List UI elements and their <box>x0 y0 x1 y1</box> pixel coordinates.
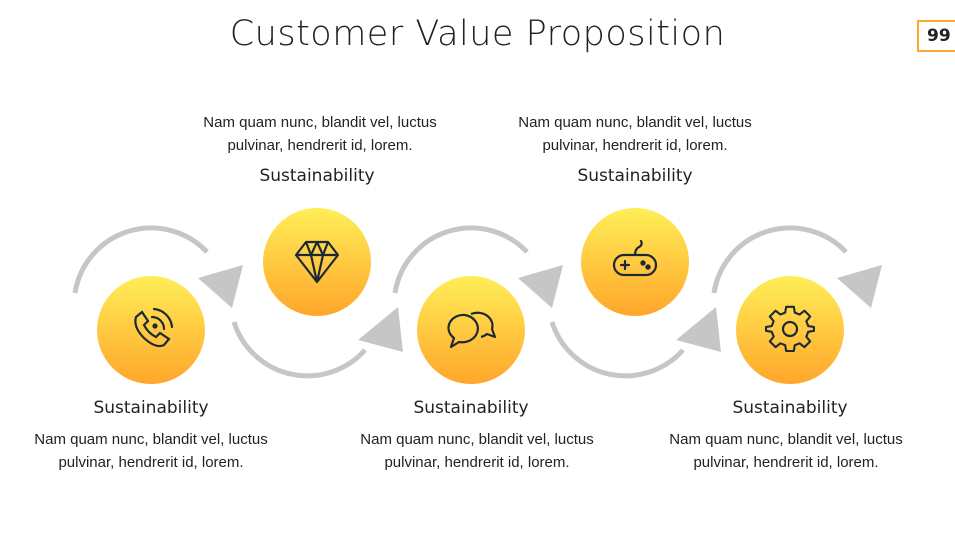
arc-1 <box>72 225 209 294</box>
item-3-title: Sustainability <box>413 398 529 418</box>
gear-icon <box>765 305 815 353</box>
step-circle-5 <box>736 276 844 384</box>
arrowhead-1 <box>198 265 243 308</box>
slide-title: Customer Value Proposition <box>229 14 726 54</box>
diamond-icon <box>294 240 340 284</box>
item-2-title: Sustainability <box>259 166 375 186</box>
phone-icon <box>134 307 174 348</box>
gamepad-icon <box>612 239 658 277</box>
step-circle-3 <box>417 276 525 384</box>
arc-5 <box>711 225 848 294</box>
step-circle-4 <box>581 208 689 316</box>
arrowhead-3 <box>518 265 563 308</box>
arc-4 <box>549 321 685 379</box>
arrowhead-2 <box>358 307 403 352</box>
arrowhead-5 <box>837 265 882 308</box>
arc-3 <box>392 225 529 294</box>
step-circle-1 <box>97 276 205 384</box>
arrowhead-4 <box>676 307 721 352</box>
item-4-title: Sustainability <box>577 166 693 186</box>
chat-icon <box>447 311 497 349</box>
arc-2 <box>231 321 367 379</box>
item-5-title: Sustainability <box>732 398 848 418</box>
step-circle-2 <box>263 208 371 316</box>
page-number: 99 <box>917 20 955 52</box>
item-1-title: Sustainability <box>93 398 209 418</box>
